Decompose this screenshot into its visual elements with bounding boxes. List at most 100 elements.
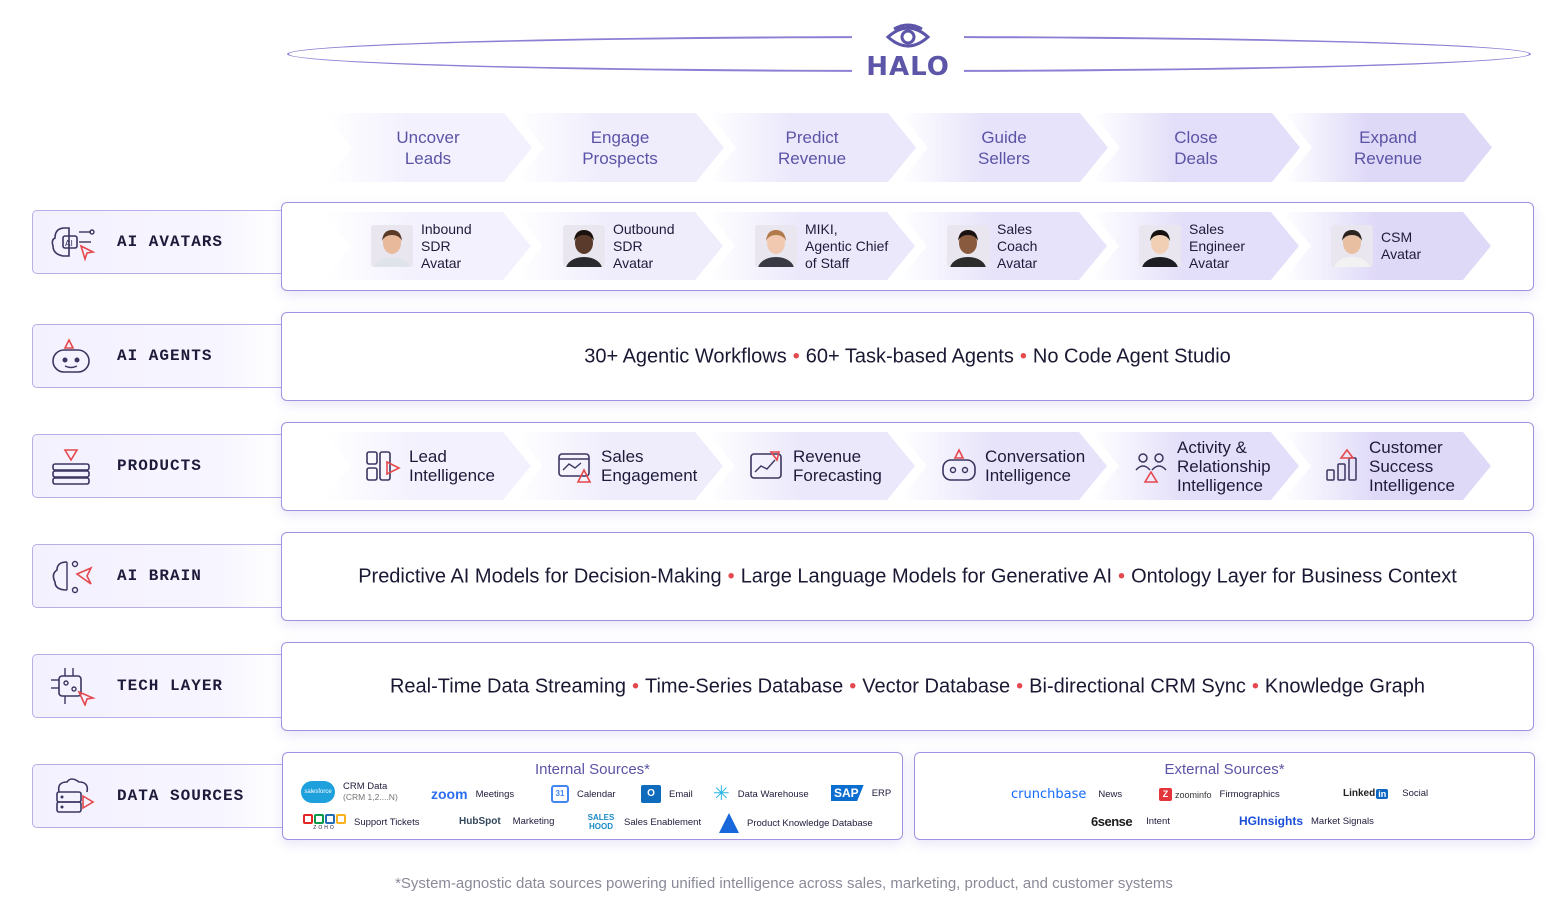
row-label-tech-layer: TECH LAYER [32, 654, 282, 718]
zoominfo-logo: Z zoominfo [1159, 788, 1212, 801]
relationship-icon [1135, 453, 1167, 483]
tech-layer-text: Real-Time Data Streaming•Time-Series Dat… [282, 675, 1533, 698]
bullet-separator: • [1118, 565, 1126, 587]
source-data-warehouse: ✳ Data Warehouse [713, 784, 809, 804]
stage-label: Uncover Leads [396, 127, 460, 168]
avatar-name: Sales Coach Avatar [997, 220, 1038, 271]
conversation-icon [942, 448, 976, 481]
source-crm: salesforce CRM Data (CRM 1,2....N) [301, 781, 398, 803]
source-calendar: 31 Calendar [551, 785, 616, 803]
avatar-photo [371, 225, 413, 267]
bullet-separator: • [1251, 675, 1259, 697]
products-panel: Lead Intelligence Sales Engagement Revenue… [281, 422, 1534, 511]
source-label: Marketing [512, 816, 555, 827]
avatar-photo [563, 225, 605, 267]
bullet-separator: • [727, 565, 735, 587]
avatar-photo [1331, 225, 1373, 267]
source-label: Product Knowledge Database [747, 817, 873, 829]
halo-eye-icon [885, 23, 931, 48]
bullet-separator: • [792, 345, 800, 367]
atlassian-logo [719, 813, 739, 833]
zoho-logo: ZOHO [303, 814, 346, 831]
stage-arrow: Close Deals [1092, 113, 1300, 182]
product-card: Activity & Relationship Intelligence [1091, 432, 1299, 500]
source-meetings: zoom Meetings [431, 786, 514, 802]
agents-item: 60+ Task-based Agents [805, 345, 1014, 367]
avatar-name: Inbound SDR Avatar [421, 220, 472, 271]
avatar-name: Sales Engineer Avatar [1189, 220, 1246, 271]
avatar-photo [755, 225, 797, 267]
forecast-icon [750, 451, 782, 479]
engagement-icon [558, 453, 592, 483]
ai-agents-text: 30+ Agentic Workflows•60+ Task-based Age… [282, 345, 1533, 368]
row-label-text: AI AVATARS [117, 233, 224, 251]
avatar-name: CSM Avatar [1381, 229, 1422, 262]
source-erp: SAP ERP [831, 785, 891, 801]
stage-label: Close Deals [1174, 127, 1218, 168]
source-label: Support Tickets [354, 817, 420, 828]
bullet-separator: • [849, 675, 857, 697]
ai-avatar-icon: AI [51, 227, 96, 262]
sap-logo: SAP [831, 785, 864, 801]
source-label: Data Warehouse [737, 788, 809, 800]
stage-label: Predict Revenue [777, 127, 847, 168]
source-label: Market Signals [1311, 815, 1374, 827]
halo-title: HALO [866, 52, 950, 82]
tech-layer-icon [51, 668, 96, 706]
row-label-ai-brain: AI BRAIN [32, 544, 282, 608]
brain-item: Ontology Layer for Business Context [1131, 565, 1457, 587]
source-social: Linked in Social [1343, 788, 1428, 799]
avatar-card: CSM Avatar [1283, 212, 1491, 280]
agents-item: No Code Agent Studio [1032, 345, 1231, 367]
product-card: Customer Success Intelligence [1283, 432, 1491, 500]
internal-sources-panel: Internal Sources* salesforce CRM Data (C… [282, 752, 903, 840]
zoom-logo: zoom [431, 786, 468, 802]
row-label-products: PRODUCTS [32, 434, 282, 498]
bullet-separator: • [632, 675, 640, 697]
avatar-name: Outbound SDR Avatar [613, 220, 675, 271]
product-name: Customer Success Intelligence [1369, 437, 1456, 495]
source-intent: 6sense Intent [1091, 814, 1170, 829]
product-card: Revenue Forecasting [707, 432, 915, 500]
brain-item: Large Language Models for Generative AI [740, 565, 1113, 587]
tech-item: Real-Time Data Streaming [389, 675, 626, 697]
sixsense-logo: 6sense [1091, 814, 1133, 829]
stage-arrow: Predict Revenue [708, 113, 916, 182]
source-firmographics: Z zoominfo Firmographics [1159, 788, 1280, 801]
snowflake-logo: ✳ [713, 783, 730, 805]
stage-label: Guide Sellers [978, 127, 1030, 168]
product-name: Sales Engagement [601, 447, 698, 485]
row-label-ai-agents: AI AGENTS [32, 324, 282, 388]
stage-arrow: Expand Revenue [1284, 113, 1492, 182]
source-label: Intent [1146, 816, 1170, 827]
source-sublabel: (CRM 1,2....N) [343, 792, 398, 802]
source-news: crunchbase News [1011, 787, 1122, 802]
avatar-card: Sales Engineer Avatar [1091, 212, 1299, 280]
product-card: Lead Intelligence [323, 432, 531, 500]
data-sources-icon [56, 778, 95, 813]
product-name: Revenue Forecasting [793, 447, 882, 485]
avatar-card: Outbound SDR Avatar [515, 212, 723, 280]
source-label: Meetings [475, 788, 515, 800]
tech-layer-panel: Real-Time Data Streaming•Time-Series Dat… [281, 642, 1534, 731]
outlook-logo: O [641, 785, 661, 803]
row-label-text: PRODUCTS [117, 457, 202, 475]
product-name: Lead Intelligence [409, 447, 496, 485]
tech-item: Bi-directional CRM Sync [1029, 675, 1246, 697]
tech-item: Time-Series Database [645, 675, 844, 697]
ai-avatars-panel: Inbound SDR Avatar Outbound SDR Avatar M… [281, 202, 1534, 291]
stage-label: Expand Revenue [1353, 127, 1423, 168]
product-card: Conversation Intelligence [899, 432, 1107, 500]
source-market-signals: HGInsights Market Signals [1239, 814, 1374, 828]
row-label-text: AI BRAIN [117, 567, 202, 585]
bullet-separator: • [1019, 345, 1027, 367]
source-label: ERP [871, 787, 892, 799]
row-label-text: TECH LAYER [117, 677, 224, 695]
saleshood-logo: SALES HOOD [587, 813, 615, 831]
hginsights-logo: HGInsights [1239, 814, 1304, 828]
avatar-name: MIKI, Agentic Chief of Staff [805, 220, 889, 271]
tech-item: Vector Database [862, 675, 1011, 697]
source-label: Email [669, 788, 693, 800]
ai-brain-panel: Predictive AI Models for Decision-Making… [281, 532, 1534, 621]
row-label-ai-avatars: AI AI AVATARS [32, 210, 282, 274]
